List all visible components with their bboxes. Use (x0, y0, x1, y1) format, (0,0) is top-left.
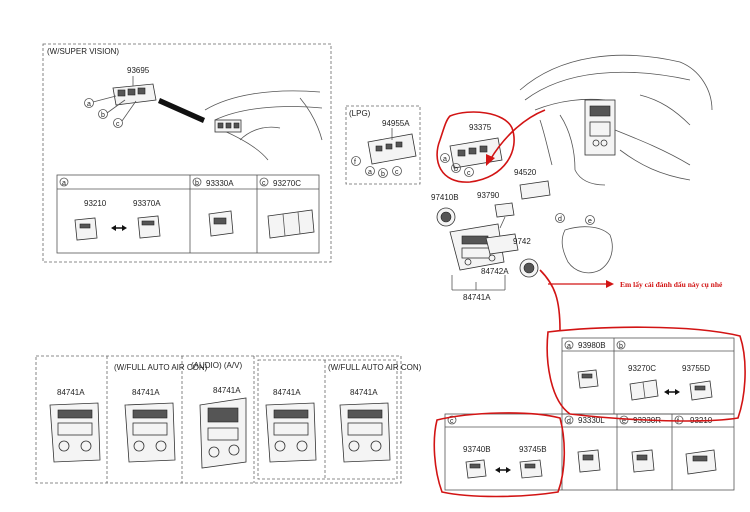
pointer-arrow (158, 98, 205, 123)
console-sketch: d e (555, 213, 613, 274)
lpg-section: (LPG) 94955A f a b c (345, 105, 421, 185)
lpg-callout-a: a (368, 169, 372, 176)
sub-b-letter: b (195, 180, 199, 187)
switch-93755d (689, 380, 713, 401)
lpg-callout-f: f (354, 159, 356, 166)
variant-5: (W/FULL AUTO AIR CON) 84741A (328, 363, 422, 463)
callout-c: c (116, 121, 120, 128)
variant-3-part: 84741A (213, 386, 241, 395)
part-93270c-label: 93270C (273, 179, 301, 188)
super-vision-frame (42, 43, 332, 263)
variant-2-part: 84741A (132, 388, 160, 397)
part-93790-label: 93790 (477, 191, 500, 200)
legend-a-letter: a (567, 343, 571, 350)
red-highlight-legend-c (433, 412, 566, 498)
callout-a: a (87, 101, 91, 108)
variants-section: 84741A (W/FULL AUTO AIR CON) 84741A (AUD… (35, 355, 422, 484)
main-callout-a: a (443, 156, 447, 163)
legend-e-letter: e (622, 418, 626, 425)
callout-a-circle (84, 98, 94, 108)
legend-section: a 93980B b 93270C 93755D c 93740B 93745B… (433, 326, 746, 498)
variant-4-part: 84741A (273, 388, 301, 397)
variants-frame (35, 355, 402, 484)
legend-bottom-frame (444, 413, 735, 491)
variant-4: 84741A (265, 388, 317, 463)
part-94955a-label: 94955A (382, 119, 410, 128)
legend-a-part: 93980B (578, 341, 606, 350)
super-vision-subgrid (56, 174, 320, 254)
legend-d-letter: d (567, 418, 571, 425)
legend-c-letter: c (450, 418, 454, 425)
callout-b-circle (98, 109, 108, 119)
variant-1-part: 84741A (57, 388, 85, 397)
legend-b-part-left: 93270C (628, 364, 656, 373)
part-97410b-label: 97410B (431, 193, 459, 202)
car-interior-sketch (519, 54, 713, 186)
variant-3: (AUDIO) (A/V) 84741A (191, 361, 247, 469)
legend-c-part-left: 93740B (463, 445, 491, 454)
main-callout-c: c (467, 170, 471, 177)
lpg-title: (LPG) (349, 109, 371, 118)
center-panel-84741a (449, 223, 505, 271)
swap-arrow-right (122, 225, 127, 231)
lpg-callout-c: c (395, 169, 399, 176)
dashboard-sketch (204, 90, 323, 161)
legend-b-letter: b (619, 343, 623, 350)
swap-arrow-left (111, 225, 116, 231)
switch-93330r (631, 449, 655, 473)
red-highlight-93375 (436, 111, 515, 183)
lpg-callout-b: b (381, 171, 385, 178)
variant-1: 84741A (49, 388, 101, 463)
switch-panel-93695 (112, 76, 157, 106)
variant-5-title: (W/FULL AUTO AIR CON) (328, 363, 422, 372)
switch-93980b (577, 369, 599, 389)
part-84742a-label: 84742A (481, 267, 509, 276)
switch-93370a (137, 215, 161, 239)
part-93375-label: 93375 (469, 123, 492, 132)
super-vision-section: (W/SUPER VISION) 93695 a b c (42, 43, 332, 263)
main-callout-b: b (454, 166, 458, 173)
variant-3-title: (AUDIO) (A/V) (191, 361, 242, 370)
super-vision-title: (W/SUPER VISION) (47, 47, 119, 56)
part-93695-label: 93695 (127, 66, 150, 75)
part-93370a-label: 93370A (133, 199, 161, 208)
switch-93330l (577, 449, 601, 473)
callout-c-circle (113, 118, 123, 128)
vietnamese-note: Em lấy cái đánh dấu này cụ nhé (620, 280, 723, 289)
switch-93740b (465, 459, 487, 479)
part-9742-label: 9742 (513, 237, 531, 246)
part-84741a-main-label: 84741A (463, 293, 491, 302)
legend-d-part: 93330L (578, 416, 605, 425)
legend-b-part-right: 93755D (682, 364, 710, 373)
sub-a-letter: a (62, 180, 66, 187)
callout-b: b (101, 112, 105, 119)
variant-2-title: (W/FULL AUTO AIR CON) (114, 363, 208, 372)
main-callout-d: d (558, 216, 562, 223)
lpg-frame (345, 105, 421, 185)
switch-93210 (74, 217, 98, 241)
switch-93745b (519, 459, 543, 479)
main-callout-e: e (588, 218, 592, 225)
switch-93270c (267, 209, 315, 239)
sub-c-letter: c (262, 180, 266, 187)
legend-c-part-right: 93745B (519, 445, 547, 454)
part-93330a-label: 93330A (206, 179, 234, 188)
part-93210-label: 93210 (84, 199, 107, 208)
variant-5-part: 84741A (350, 388, 378, 397)
part-94520-label: 94520 (514, 168, 537, 177)
red-highlight-legend-top (546, 326, 746, 422)
switch-93210-f (685, 449, 717, 475)
main-assembly: 93375 a b c (431, 54, 723, 331)
variant-2: (W/FULL AUTO AIR CON) 84741A (114, 363, 208, 463)
switch-93330a (208, 210, 234, 237)
